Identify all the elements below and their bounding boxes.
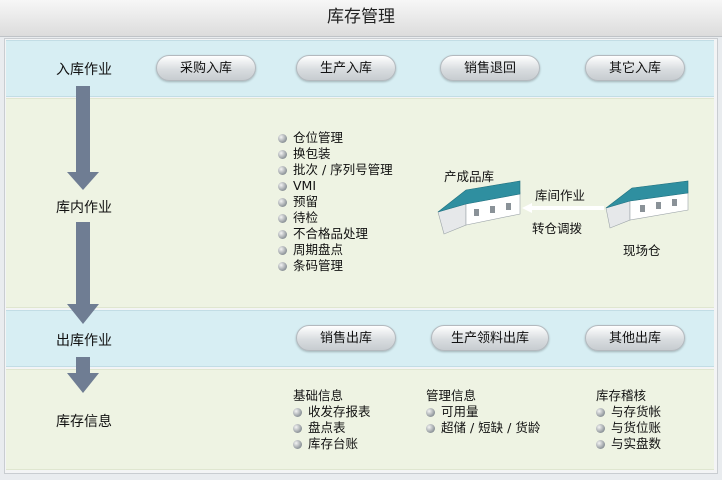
info-group-heading: 库存稽核 <box>596 388 647 403</box>
bullet-icon <box>278 245 287 255</box>
arrow-warehouse-to-outbound <box>67 222 99 324</box>
bullet-icon <box>278 133 287 143</box>
list-item: 仓位管理 <box>278 130 393 146</box>
list-item: 超储 / 短缺 / 货龄 <box>426 420 540 436</box>
band-warehouse <box>6 98 714 308</box>
production-issue-button[interactable]: 生产领料出库 <box>431 325 549 351</box>
sales-outbound-button[interactable]: 销售出库 <box>296 325 396 351</box>
bullet-icon <box>278 261 287 271</box>
list-item: 与货位账 <box>596 420 661 436</box>
inter-warehouse-op-label: 库间作业 <box>535 188 586 203</box>
warehouse-building-icon <box>437 180 521 235</box>
band-info <box>6 369 714 470</box>
info-group-basic: 基础信息 收发存报表 盘点表 库存台账 <box>293 388 371 452</box>
stage-label-info: 库存信息 <box>56 414 112 430</box>
info-group-management: 管理信息 可用量 超储 / 短缺 / 货龄 <box>426 388 540 436</box>
list-item: 与实盘数 <box>596 436 661 452</box>
transfer-label: 转仓调拨 <box>532 221 583 236</box>
bullet-icon <box>278 213 287 223</box>
bullet-icon <box>596 407 605 417</box>
list-item: 收发存报表 <box>293 404 371 420</box>
bullet-icon <box>596 439 605 449</box>
info-group-heading: 基础信息 <box>293 388 344 403</box>
page-title: 库存管理 <box>0 0 722 37</box>
bullet-icon <box>293 423 302 433</box>
list-item: 批次 / 序列号管理 <box>278 162 393 178</box>
bullet-icon <box>426 423 435 433</box>
list-item: 条码管理 <box>278 258 393 274</box>
stage-label-warehouse: 库内作业 <box>56 200 112 216</box>
onsite-warehouse-label: 现场仓 <box>623 243 661 258</box>
bullet-icon <box>293 439 302 449</box>
finished-goods-warehouse-label: 产成品库 <box>444 169 495 184</box>
list-item: 待检 <box>278 210 393 226</box>
sales-return-button[interactable]: 销售退回 <box>440 55 540 81</box>
list-item: 周期盘点 <box>278 242 393 258</box>
info-group-heading: 管理信息 <box>426 388 477 403</box>
bullet-icon <box>278 197 287 207</box>
list-item: 不合格品处理 <box>278 226 393 242</box>
bullet-icon <box>596 423 605 433</box>
production-inbound-button[interactable]: 生产入库 <box>296 55 396 81</box>
warehouse-building-icon <box>605 180 689 229</box>
purchase-inbound-button[interactable]: 采购入库 <box>156 55 256 81</box>
list-item: 换包装 <box>278 146 393 162</box>
bullet-icon <box>278 165 287 175</box>
other-outbound-button[interactable]: 其他出库 <box>585 325 685 351</box>
warehouse-ops-list: 仓位管理 换包装 批次 / 序列号管理 VMI 预留 待检 不合格品处理 周期盘… <box>278 130 393 274</box>
list-item: 可用量 <box>426 404 540 420</box>
list-item: 预留 <box>278 194 393 210</box>
arrow-outbound-to-info <box>67 357 99 393</box>
list-item: 盘点表 <box>293 420 371 436</box>
bullet-icon <box>426 407 435 417</box>
bullet-icon <box>278 149 287 159</box>
stage-label-inbound: 入库作业 <box>56 62 112 78</box>
list-item: 与存货帐 <box>596 404 661 420</box>
bullet-icon <box>278 181 287 191</box>
other-inbound-button[interactable]: 其它入库 <box>585 55 685 81</box>
list-item: VMI <box>278 178 393 194</box>
list-item: 库存台账 <box>293 436 371 452</box>
arrow-inbound-to-warehouse <box>67 86 99 190</box>
bullet-icon <box>278 229 287 239</box>
transfer-arrow-icon <box>522 203 604 213</box>
bullet-icon <box>293 407 302 417</box>
info-group-audit: 库存稽核 与存货帐 与货位账 与实盘数 <box>596 388 661 452</box>
stage-label-outbound: 出库作业 <box>56 333 112 349</box>
